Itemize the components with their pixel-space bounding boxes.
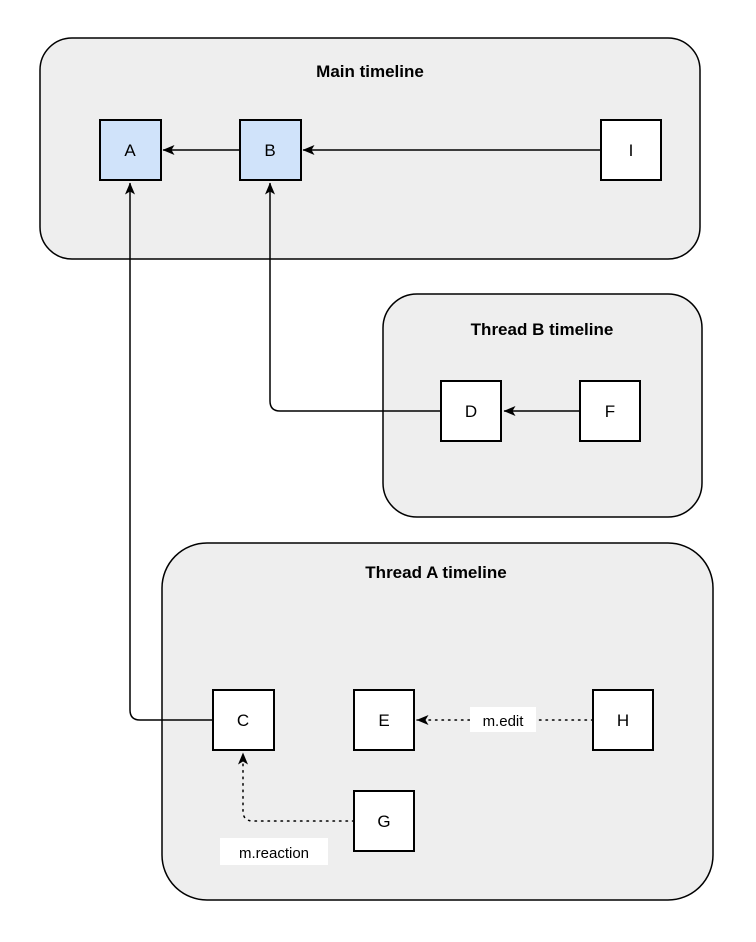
edge-label-background <box>470 707 536 732</box>
edge-g-to-c <box>238 752 355 822</box>
node-h-label: H <box>617 711 629 730</box>
edge-c-to-a <box>125 182 213 721</box>
node-g-box <box>353 790 415 852</box>
node-a: A <box>99 119 162 181</box>
node-d: D <box>440 380 502 442</box>
node-i-box <box>600 119 662 181</box>
node-f-label: F <box>605 402 615 421</box>
main-timeline-box <box>39 37 701 260</box>
node-g: G <box>353 790 415 852</box>
edge-label-m-edit: m.edit <box>470 707 536 732</box>
thread-b-timeline-title: Thread B timeline <box>471 320 614 339</box>
node-f-box <box>579 380 641 442</box>
main-timeline-title: Main timeline <box>316 62 424 81</box>
node-h: H <box>592 689 654 751</box>
node-i: I <box>600 119 662 181</box>
node-e-label: E <box>378 711 389 730</box>
node-b-label: B <box>264 141 275 160</box>
container-main-timeline: Main timeline <box>39 37 701 260</box>
thread-b-timeline-box <box>382 293 703 518</box>
container-thread-b-timeline: Thread B timeline <box>382 293 703 518</box>
node-e: E <box>353 689 415 751</box>
node-i-label: I <box>629 141 634 160</box>
node-b: B <box>239 119 302 181</box>
thread-a-timeline-title: Thread A timeline <box>365 563 506 582</box>
node-f: F <box>579 380 641 442</box>
node-e-box <box>353 689 415 751</box>
node-c: C <box>212 689 275 751</box>
container-thread-a-timeline: Thread A timeline <box>161 542 714 901</box>
edge-d-to-b <box>265 182 441 412</box>
thread-a-timeline-box <box>161 542 714 901</box>
node-h-box <box>592 689 654 751</box>
node-c-label: C <box>237 711 249 730</box>
node-b-box <box>239 119 302 181</box>
node-d-label: D <box>465 402 477 421</box>
edge-label-m-reaction: m.reaction <box>220 838 328 865</box>
node-a-box <box>99 119 162 181</box>
edge-label-m-reaction-text: m.reaction <box>239 845 309 862</box>
node-d-box <box>440 380 502 442</box>
node-g-label: G <box>377 812 390 831</box>
edge-label-background <box>220 838 328 865</box>
node-a-label: A <box>124 141 136 160</box>
edge-label-m-edit-text: m.edit <box>483 713 525 730</box>
node-c-box <box>212 689 275 751</box>
